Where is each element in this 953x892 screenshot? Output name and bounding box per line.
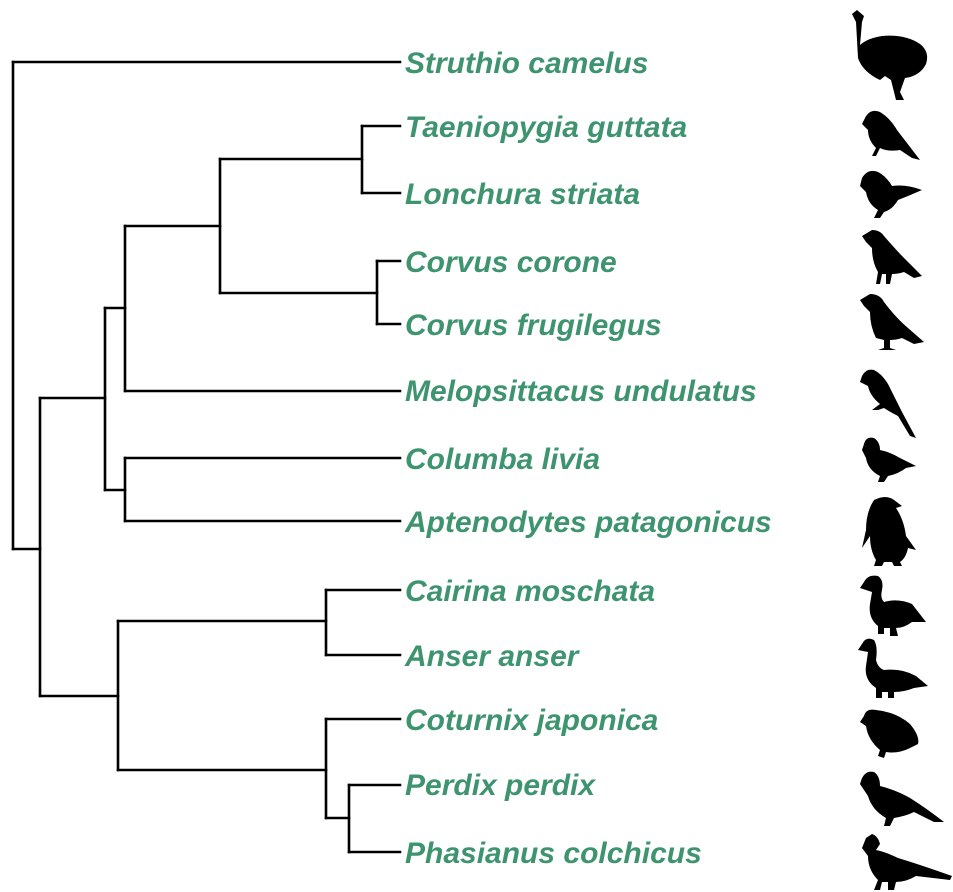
tree-branches (13, 62, 400, 852)
taxon-label-cairina: Cairina moschata (405, 575, 655, 608)
taxon-label-taeniopygia: Taeniopygia guttata (405, 111, 687, 144)
budgerigar-silhouette-icon (860, 370, 916, 438)
bird-silhouettes (852, 10, 952, 890)
taxon-label-corvus-corone: Corvus corone (405, 246, 617, 279)
ostrich-silhouette-icon (852, 10, 927, 100)
penguin-silhouette-icon (862, 497, 916, 566)
crow-silhouette-icon (862, 230, 922, 284)
taxon-label-melopsittacus: Melopsittacus undulatus (405, 375, 757, 408)
muscovy-duck-silhouette-icon (860, 576, 926, 636)
finch-silhouette-icon (862, 111, 920, 160)
taxon-label-perdix: Perdix perdix (405, 769, 596, 802)
taxon-label-struthio: Struthio camelus (405, 47, 648, 80)
taxon-label-lonchura: Lonchura striata (405, 178, 640, 211)
pigeon-silhouette-icon (862, 438, 916, 482)
taxon-label-coturnix: Coturnix japonica (405, 704, 658, 737)
rook-silhouette-icon (860, 294, 924, 350)
taxon-label-anser: Anser anser (404, 640, 581, 673)
partridge-silhouette-icon (860, 772, 944, 826)
taxon-label-aptenodytes: Aptenodytes patagonicus (404, 506, 772, 539)
goose-silhouette-icon (858, 639, 928, 698)
quail-silhouette-icon (860, 710, 918, 758)
taxon-labels: Struthio camelus Taeniopygia guttata Lon… (404, 47, 772, 870)
munia-silhouette-icon (860, 171, 922, 218)
taxon-label-phasianus: Phasianus colchicus (405, 837, 702, 870)
pheasant-silhouette-icon (862, 834, 952, 890)
taxon-label-corvus-frugilegus: Corvus frugilegus (405, 309, 662, 342)
taxon-label-columba: Columba livia (405, 443, 600, 476)
